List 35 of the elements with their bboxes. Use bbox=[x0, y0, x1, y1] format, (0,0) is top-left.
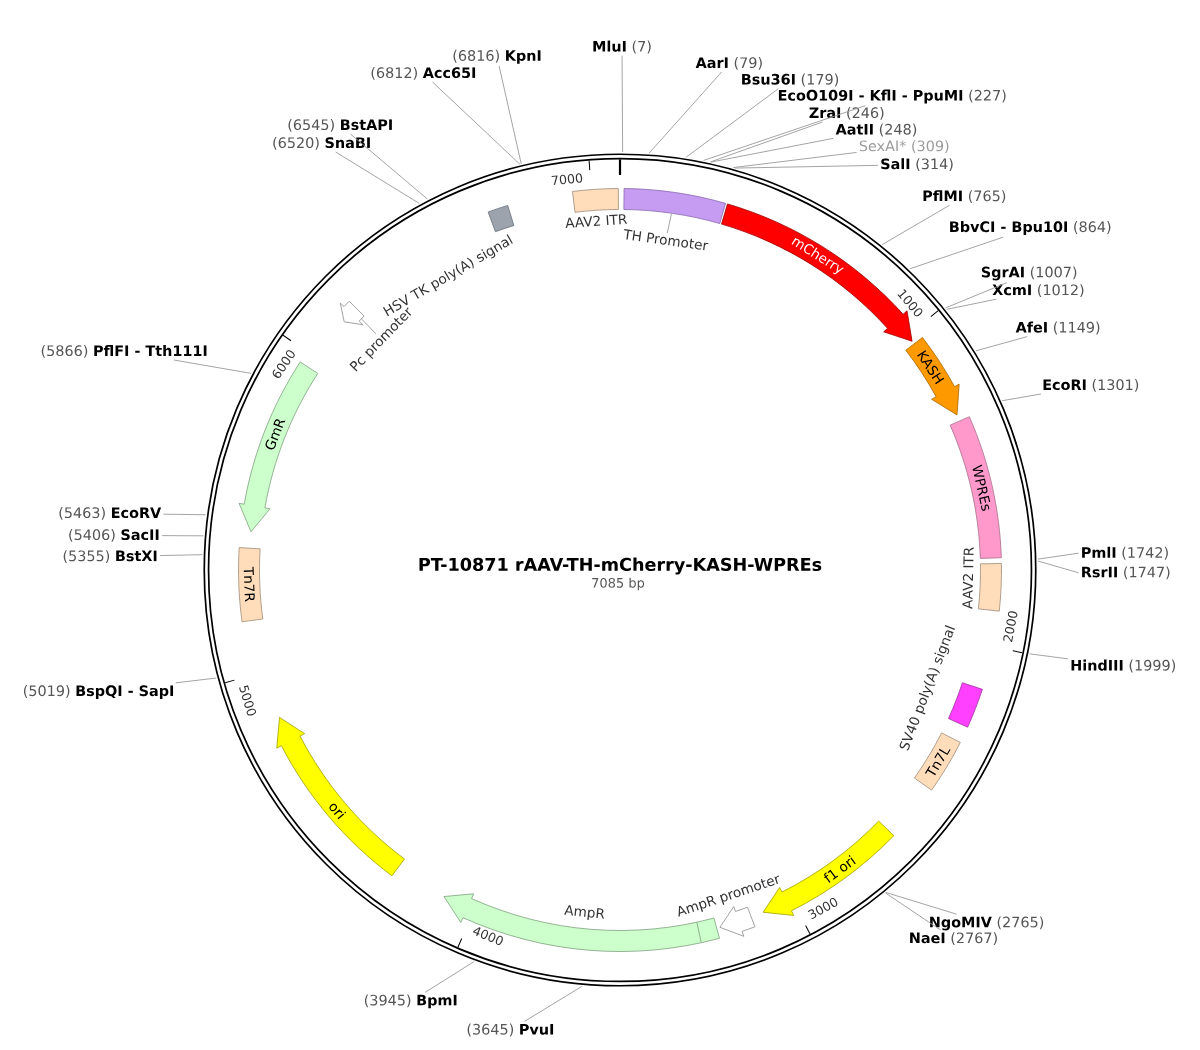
leader-line bbox=[335, 151, 420, 204]
leader-line bbox=[885, 892, 958, 915]
leader-line bbox=[884, 892, 942, 931]
leader-line bbox=[975, 336, 1028, 352]
title: PT-10871 rAAV-TH-mCherry-KASH-WPREs bbox=[419, 557, 822, 575]
leader-line bbox=[945, 282, 1008, 309]
leader-line bbox=[159, 554, 203, 556]
leader-line bbox=[432, 81, 521, 165]
directional-feature bbox=[339, 300, 365, 326]
leader-line bbox=[173, 359, 252, 374]
leader-line bbox=[1037, 560, 1080, 574]
leader-line bbox=[524, 985, 583, 1022]
leader-line bbox=[734, 164, 879, 169]
leader-line bbox=[909, 236, 1004, 270]
leader-line bbox=[666, 213, 672, 234]
leader-line bbox=[424, 961, 475, 993]
leader-line bbox=[161, 535, 204, 537]
leader-line bbox=[162, 513, 207, 516]
feature-box bbox=[623, 188, 726, 224]
leader-line bbox=[710, 121, 824, 163]
leader-line bbox=[946, 298, 997, 310]
leader-line bbox=[1001, 393, 1042, 402]
leader-line bbox=[498, 65, 522, 165]
leader-line bbox=[881, 204, 951, 245]
leader-line bbox=[175, 677, 217, 684]
leader-line bbox=[621, 55, 624, 153]
leader-line bbox=[361, 318, 377, 335]
leader-line bbox=[703, 105, 866, 161]
leader-line bbox=[350, 133, 428, 200]
leader-line bbox=[648, 71, 723, 154]
leader-line bbox=[732, 152, 858, 169]
leader-line bbox=[1037, 552, 1080, 560]
leader-line bbox=[1029, 653, 1069, 660]
leader-line bbox=[685, 88, 779, 158]
leader-line bbox=[710, 137, 834, 163]
